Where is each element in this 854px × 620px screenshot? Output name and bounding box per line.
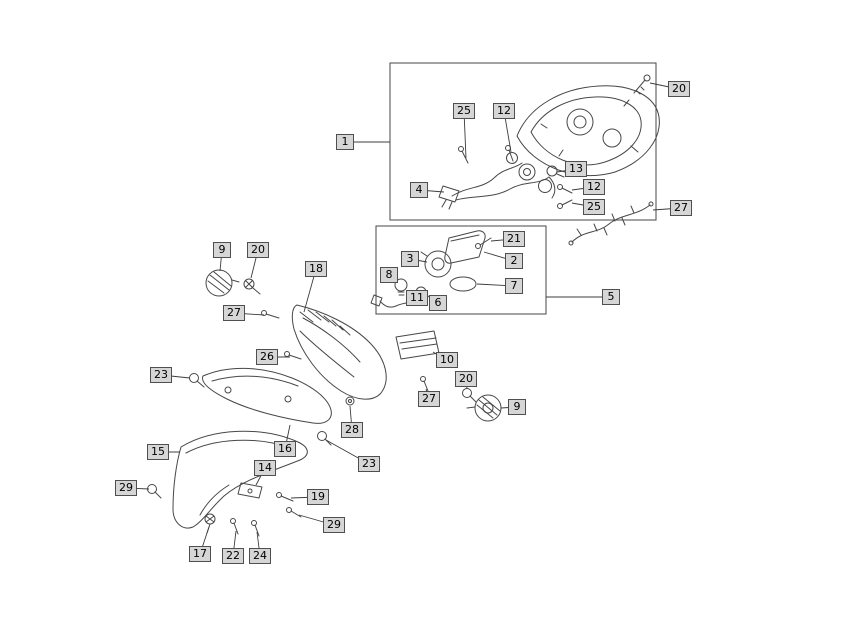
plate-bracket-drawing [395,330,440,360]
bolt-icon-29-left [147,484,162,499]
part-label-20a[interactable]: 20 [668,81,690,97]
part-label-17[interactable]: 17 [189,546,211,562]
part-label-16[interactable]: 16 [274,441,296,457]
part-label-21[interactable]: 21 [503,231,525,247]
part-label-1[interactable]: 1 [336,134,354,150]
part-label-27c[interactable]: 27 [418,391,440,407]
grommet-icon-28 [345,396,355,406]
screw-icon-25-right [557,199,573,209]
part-label-11[interactable]: 11 [406,290,428,306]
part-label-2[interactable]: 2 [505,253,523,269]
bulb-icon-13 [546,165,565,178]
cable-loom-drawing [568,201,654,246]
part-label-9b[interactable]: 9 [508,399,526,415]
bolt-icon-20-left [243,278,261,295]
gasket-drawing [449,276,477,292]
part-label-25b[interactable]: 25 [583,199,605,215]
group-box-headlight [389,62,657,221]
signal-lens-drawing [444,230,486,264]
screw-icon-12-right [557,184,573,194]
headlamp-screw-icon [633,74,651,95]
part-label-12b[interactable]: 12 [583,179,605,195]
screw-icon-27-left [261,310,280,319]
bolt-icon-20-center [462,388,477,403]
part-label-10[interactable]: 10 [436,352,458,368]
screw-icon-29-right [286,507,302,518]
part-label-27a[interactable]: 27 [670,200,692,216]
turn-signal-drawing-left [205,269,240,297]
screw-icon-24 [251,520,260,537]
leader-lines [125,82,682,557]
bracket-drawing-14 [237,482,263,499]
screw-icon-19 [276,492,294,502]
part-label-18[interactable]: 18 [305,261,327,277]
part-label-23b[interactable]: 23 [358,456,380,472]
turn-signal-drawing-right [466,394,502,422]
part-label-3[interactable]: 3 [401,251,419,267]
bolt-icon-23-left [189,373,205,388]
part-label-6[interactable]: 6 [429,295,447,311]
part-label-12a[interactable]: 12 [493,103,515,119]
part-label-24[interactable]: 24 [249,548,271,564]
part-label-8[interactable]: 8 [380,267,398,283]
screw-icon-21 [475,237,492,249]
part-label-13[interactable]: 13 [565,161,587,177]
part-label-29a[interactable]: 29 [115,480,137,496]
part-label-25a[interactable]: 25 [453,103,475,119]
part-label-27b[interactable]: 27 [223,305,245,321]
clip-icon-17 [204,513,216,534]
part-label-5[interactable]: 5 [602,289,620,305]
bulb-icon-8 [394,278,408,296]
screw-icon-27-center [420,376,429,392]
rear-body-panel-drawing [291,304,387,400]
part-label-23a[interactable]: 23 [150,367,172,383]
part-label-22[interactable]: 22 [222,548,244,564]
part-label-26[interactable]: 26 [256,349,278,365]
part-label-20c[interactable]: 20 [455,371,477,387]
connector-drawing [438,185,460,210]
group-box-turn-signal [375,225,547,315]
part-label-19[interactable]: 19 [307,489,329,505]
screw-icon-25-top [458,146,469,164]
screw-icon-22 [230,518,239,535]
group-boxes [375,62,657,315]
part-label-28[interactable]: 28 [341,422,363,438]
part-label-29b[interactable]: 29 [323,517,345,533]
part-label-15[interactable]: 15 [147,444,169,460]
part-label-9a[interactable]: 9 [213,242,231,258]
part-label-20b[interactable]: 20 [247,242,269,258]
inner-fender-drawing [202,367,332,424]
lamp-holder-drawing [420,250,452,278]
part-label-14[interactable]: 14 [254,460,276,476]
headlight-unit-drawing [516,85,660,177]
bolt-icon-23-right [317,431,332,446]
part-label-4[interactable]: 4 [410,182,428,198]
wiring-harness-drawing [451,152,556,201]
screw-icon-26 [284,351,302,360]
part-label-7[interactable]: 7 [505,278,523,294]
